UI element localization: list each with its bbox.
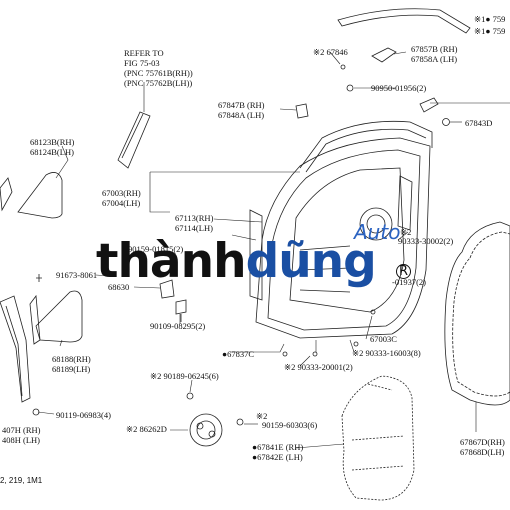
- label-top-right-2: ※1● 759: [474, 26, 506, 36]
- clip-67843d: [419, 97, 439, 113]
- quarter-glass-68123b: [17, 172, 63, 219]
- refer-line-2: FIG 75-03: [124, 58, 160, 68]
- label-68123b: 68123B(RH) 68124B(LH): [30, 137, 74, 157]
- label-67004-lh: 67004(LH): [102, 198, 141, 208]
- label-90333-30002: 90333-30002(2): [398, 236, 454, 246]
- refer-line-4: (PNC 75762B(LH)): [124, 78, 193, 88]
- label-90950: 90950-01956(2): [371, 83, 427, 93]
- watermark-text: thànhdũng: [96, 234, 377, 289]
- label-68630: 68630: [108, 282, 130, 292]
- label-star2-right: ※2: [400, 227, 412, 237]
- label-67842e-lh: ●67842E (LH): [252, 452, 303, 462]
- rear-door-panel: [255, 137, 431, 339]
- label-90109: 90109-08295(2): [150, 321, 206, 331]
- label-top-right-1: ※1● 759: [474, 14, 506, 24]
- label-01937: -01937(2): [392, 277, 426, 287]
- label-67857b-rh: 67857B (RH): [411, 44, 458, 54]
- registered-mark-icon: R: [396, 264, 411, 279]
- label-90333-16003: ※2 90333-16003(8): [352, 348, 421, 358]
- label-86262d: ※2 86262D: [126, 424, 167, 434]
- door-frame-upper: [299, 120, 433, 169]
- label-68189-lh: 68189(LH): [52, 364, 91, 374]
- label-67843d: 67843D: [465, 118, 493, 128]
- watermark-logo: thànhdũng Auto R: [96, 220, 416, 298]
- door-weatherstrip: [444, 221, 510, 406]
- bolt-91673: [36, 274, 42, 282]
- label-67857b: 67857B (RH) 67858A (LH): [411, 44, 458, 64]
- label-67867d-rh: 67867D(RH): [460, 437, 505, 447]
- roof-weatherstrip: [337, 8, 471, 34]
- watermark-auto: Auto: [354, 220, 401, 244]
- label-67837c: ●67837C: [222, 349, 255, 359]
- label-90159-60303: 90159-60303(6): [262, 420, 318, 430]
- speaker-86262d: [189, 413, 223, 447]
- refer-line-1: REFER TO: [124, 48, 164, 58]
- label-68188-rh: 68188(RH): [52, 354, 91, 364]
- label-67113-rh: 67113(RH): [175, 213, 214, 223]
- label-67858a-lh: 67858A (LH): [411, 54, 458, 64]
- label-90189: ※2 90189-06245(6): [150, 371, 219, 381]
- label-67867d: 67867D(RH) 67868D(LH): [460, 437, 505, 457]
- label-67847b: 67847B (RH) 67848A (LH): [218, 100, 265, 120]
- label-67848a-lh: 67848A (LH): [218, 110, 265, 120]
- label-91673: 91673-8061: [56, 270, 98, 280]
- label-90119: 90119-06983(4): [56, 410, 111, 420]
- label-refer-to: REFER TO FIG 75-03 (PNC 75761B(RH)) (PNC…: [124, 48, 193, 88]
- refer-line-3: (PNC 75761B(RH)): [124, 68, 193, 78]
- label-67841e-rh: ●67841E (RH): [252, 442, 304, 452]
- leader-lines: [37, 51, 510, 449]
- watermark-text-b: dũng: [245, 234, 377, 289]
- bolt-90159: [236, 418, 244, 426]
- label-67003: 67003(RH) 67004(LH): [102, 188, 141, 208]
- bolt-90189: [186, 392, 194, 400]
- label-67868d-lh: 67868D(LH): [460, 447, 505, 457]
- label-408h-lh: 408H (LH): [2, 435, 41, 445]
- label-67114-lh: 67114(LH): [175, 223, 213, 233]
- label-68123b-rh: 68123B(RH): [30, 137, 75, 147]
- label-68124b-lh: 68124B(LH): [30, 147, 74, 157]
- label-407h-rh: 407H (RH): [2, 425, 41, 435]
- label-67003-rh: 67003(RH): [102, 188, 141, 198]
- bolt-90109: [175, 299, 187, 322]
- label-67841e: ●67841E (RH) ●67842E (LH): [252, 442, 303, 462]
- run-channel-407h: [0, 295, 31, 403]
- label-68188: 68188(RH) 68189(LH): [52, 354, 91, 374]
- pillar-garnish: [117, 111, 151, 169]
- clip-67848a: [295, 103, 309, 119]
- label-90159-01815: 90159-01815(2): [128, 244, 184, 254]
- label-67847b-rh: 67847B (RH): [218, 100, 265, 110]
- quarter-glass-edge: [0, 177, 13, 212]
- footer-reference: 2, 219, 1M1: [0, 476, 43, 485]
- clip-67857b: [371, 47, 397, 63]
- label-407h: 407H (RH) 408H (LH): [2, 425, 40, 445]
- hinge-68630: [159, 279, 175, 299]
- label-67113: 67113(RH) 67114(LH): [175, 213, 213, 233]
- clip-90950: [346, 84, 354, 92]
- label-90333-20001: ※2 90333-20001(2): [284, 362, 353, 372]
- watermark-text-a: thành: [96, 234, 247, 289]
- label-67003c: 67003C: [370, 334, 397, 344]
- label-star2-mid: ※2: [256, 411, 268, 421]
- label-67846: ※2 67846: [313, 47, 348, 57]
- quarter-glass-68188: [35, 290, 83, 343]
